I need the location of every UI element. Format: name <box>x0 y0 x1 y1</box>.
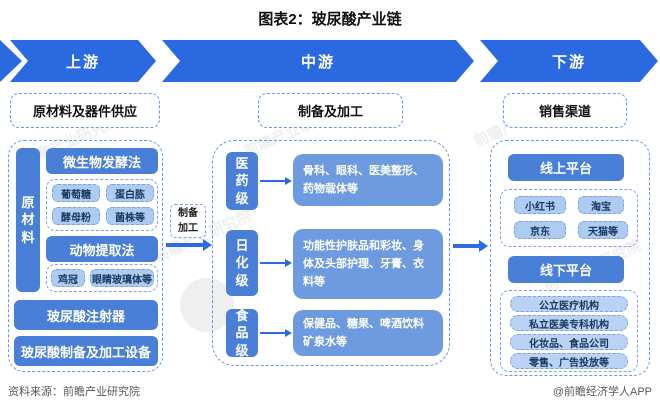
extraction-item: 眼睛玻璃体等 <box>90 269 154 287</box>
online-item-label: 天猫等 <box>588 226 618 238</box>
online-item-label: 淘宝 <box>591 201 611 213</box>
online-platform-box: 线上平台 <box>508 154 624 181</box>
banner-upstream-label: 上游 <box>65 53 100 71</box>
equipment-box: 玻尿酸制备及加工设备 <box>14 336 158 366</box>
fermentation-item: 葡萄糖 <box>52 184 100 202</box>
grade-food-label: 食品级 <box>235 307 249 358</box>
fermentation-item-label: 葡萄糖 <box>61 189 91 201</box>
equipment-box-label: 玻尿酸制备及加工设备 <box>20 344 151 360</box>
grade-food-applications: 保健品、糖果、啤酒饮料矿泉水等 <box>293 310 443 356</box>
midstream-container <box>212 140 450 366</box>
downstream-header: 销售渠道 <box>503 93 627 128</box>
fermentation-method-label: 微生物发酵法 <box>62 154 141 170</box>
online-item: 京东 <box>514 221 566 239</box>
midstream-to-downstream-arrow-icon <box>453 239 488 253</box>
credit-note: @前瞻经济学人APP <box>552 386 652 398</box>
grade-pharma-applications: 骨科、眼科、医美整形、药物载体等 <box>293 154 443 206</box>
online-item-label: 小红书 <box>525 201 555 213</box>
extraction-method-box: 动物提取法 <box>46 236 158 262</box>
raw-material-strip: 原材料 <box>16 148 40 292</box>
grade-daily-applications-label: 功能性护肤品和彩妆、身体及头部护理、牙膏、衣料等 <box>303 239 424 289</box>
grade-food-box: 食品级 <box>226 307 258 358</box>
offline-item: 零售、广告投放等 <box>510 353 628 369</box>
fermentation-item: 菌株等 <box>106 207 154 225</box>
extraction-method-label: 动物提取法 <box>69 242 135 258</box>
downstream-container <box>490 140 650 376</box>
process-label-line1: 制备 <box>178 208 198 219</box>
downstream-header-label: 销售渠道 <box>538 104 591 119</box>
online-item: 小红书 <box>514 196 566 214</box>
grade-daily-arrow-icon <box>260 257 292 269</box>
offline-item: 公立医疗机构 <box>510 296 628 312</box>
online-item: 天猫等 <box>578 221 628 239</box>
extraction-items-group <box>46 264 158 292</box>
process-label-line2: 加工 <box>178 223 198 234</box>
raw-material-label: 原材料 <box>21 194 35 245</box>
extraction-item-label: 眼睛玻璃体等 <box>92 274 152 286</box>
fermentation-item-label: 酵母粉 <box>61 212 91 224</box>
source-note: 资料来源：前瞻产业研究院 <box>8 386 140 398</box>
online-item: 淘宝 <box>578 196 624 214</box>
midstream-header: 制备及加工 <box>258 93 403 128</box>
offline-item: 化妆品、食品公司 <box>510 334 628 350</box>
grade-pharma-box: 医药级 <box>226 152 258 210</box>
fermentation-item-label: 蛋白胨 <box>115 189 145 201</box>
offline-item-label: 公立医疗机构 <box>539 300 599 312</box>
page-title: 图表2：玻尿酸产业链 <box>258 11 402 28</box>
midstream-header-label: 制备及加工 <box>297 104 363 119</box>
fermentation-item: 蛋白胨 <box>106 184 154 202</box>
banner-downstream-label: 下游 <box>551 53 586 71</box>
offline-platform-label: 线下平台 <box>539 263 592 278</box>
extraction-item: 鸡冠 <box>51 269 85 287</box>
extraction-item-label: 鸡冠 <box>58 274 78 286</box>
fermentation-item: 酵母粉 <box>52 207 100 225</box>
fermentation-method-box: 微生物发酵法 <box>46 148 158 174</box>
offline-item: 私立医美专科机构 <box>510 315 628 331</box>
fermentation-item-label: 菌株等 <box>115 212 145 224</box>
online-items-group <box>500 189 638 247</box>
grade-pharma-label: 医药级 <box>235 155 249 206</box>
banner-midstream: 中游 <box>162 40 474 82</box>
offline-item-label: 化妆品、食品公司 <box>529 338 609 350</box>
upstream-header-label: 原材料及器件供应 <box>32 104 137 119</box>
syringe-box: 玻尿酸注射器 <box>14 300 158 330</box>
offline-platform-box: 线下平台 <box>508 256 624 283</box>
grade-daily-label: 日化级 <box>235 237 249 288</box>
online-item-label: 京东 <box>530 226 550 238</box>
offline-item-label: 零售、广告投放等 <box>529 357 609 369</box>
banner-midstream-label: 中游 <box>300 53 335 71</box>
grade-daily-box: 日化级 <box>226 230 258 296</box>
grade-food-applications-label: 保健品、糖果、啤酒饮料矿泉水等 <box>303 317 424 348</box>
banner-downstream: 下游 <box>480 40 658 82</box>
grade-pharma-applications-label: 骨科、眼科、医美整形、药物载体等 <box>303 164 424 195</box>
grade-pharma-arrow-icon <box>260 175 292 187</box>
syringe-box-label: 玻尿酸注射器 <box>46 308 125 324</box>
banner-upstream: 上游 <box>10 40 156 82</box>
upstream-header: 原材料及器件供应 <box>10 93 160 128</box>
process-arrow-label: 制备 加工 <box>170 204 206 238</box>
online-platform-label: 线上平台 <box>539 161 592 176</box>
offline-items-group <box>500 290 638 372</box>
offline-item-label: 私立医美专科机构 <box>529 319 609 331</box>
upstream-to-midstream-arrow-icon <box>166 238 212 252</box>
fermentation-items-group <box>46 179 158 231</box>
grade-food-arrow-icon <box>260 327 292 339</box>
grade-daily-applications: 功能性护肤品和彩妆、身体及头部护理、牙膏、衣料等 <box>293 229 443 299</box>
upstream-container <box>8 140 163 372</box>
